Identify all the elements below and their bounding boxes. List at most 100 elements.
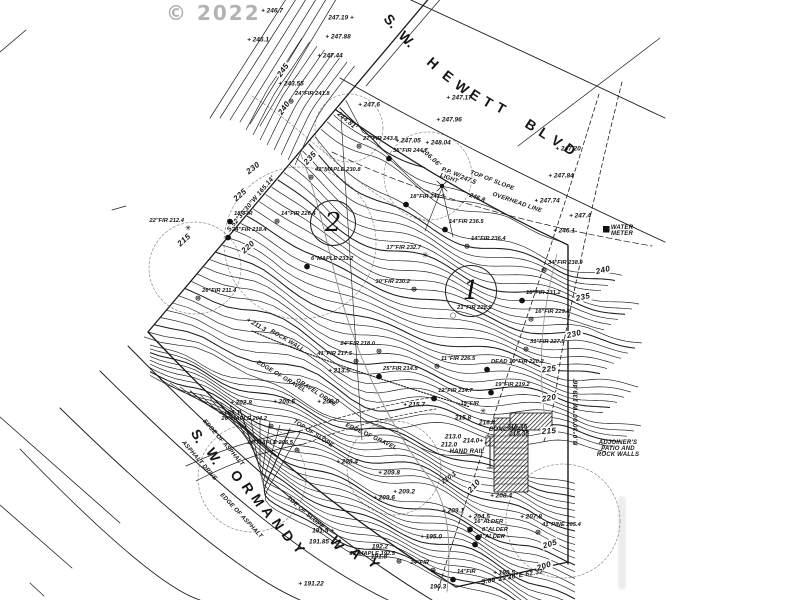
spot-elevation: + 209.8 (378, 469, 400, 477)
street-name-letter: O (227, 467, 247, 485)
copyright-watermark: © 2022 (166, 1, 261, 25)
spot-elevation: + 243.55 (278, 80, 304, 88)
tree-symbol-icon: ✳ (184, 223, 192, 233)
tree-symbol-icon: ● (430, 393, 438, 403)
tree-label: 17"FIR 232.7 (386, 245, 421, 251)
tree-symbol-icon: ● (466, 524, 474, 534)
tree-label: 26"FIR 211.4 (202, 288, 237, 294)
spot-elevation: 214.0+ (462, 437, 484, 445)
tree-symbol-icon: ⊛ (534, 527, 542, 537)
spot-elevation: + 191.22 (298, 580, 324, 588)
spot-elevation: + 247.05 (395, 137, 421, 145)
tree-symbol-icon: ⊕ (429, 565, 437, 575)
spot-elevation: + 202.8 (230, 399, 252, 407)
tree-symbol-icon: ● (487, 387, 495, 397)
tree-label: 31"FIR 227.5 (530, 339, 565, 345)
tree-label: 22"FIR 212.4 (149, 218, 184, 224)
tree-symbol-icon: ⊛ (433, 361, 441, 371)
street-name-letter: W (326, 532, 348, 554)
tree-symbol-icon: ● (226, 216, 234, 226)
bearing-label: 244.81' (335, 110, 359, 132)
feature-label: P.P. W/ LIGHT (439, 166, 462, 185)
tree-symbol-icon: ⊕ (540, 265, 548, 275)
tree-label: 25"FIR 214.5 (383, 366, 418, 372)
tree-label: 24"FIR 218.0 (340, 341, 375, 347)
feature-label: EDGE OF GRAVEL (255, 359, 307, 395)
feature-label: ROCK WALL (269, 328, 305, 354)
spot-elevation: + 247.44 (317, 52, 343, 60)
spot-elevation: + 205.5 (273, 398, 295, 406)
tree-label: 18"FIR 231.2 (526, 290, 561, 296)
tree-label: 30"MAPLE 192.5 (349, 551, 395, 557)
spot-elevation: + 247.6 (358, 101, 380, 109)
tree-label: 18"FIR 241.3 (410, 194, 445, 200)
water-meter-icon (603, 226, 610, 233)
feature-label: WATER METER (610, 225, 634, 237)
tree-symbol-icon: ⊕ (355, 141, 363, 151)
spot-elevation: + 204.5 (468, 513, 490, 521)
spot-elevation: 247.19 + (328, 14, 354, 22)
spot-elevation: + 207.8 (520, 513, 542, 521)
tree-symbol-icon: ○ (449, 310, 457, 320)
concrete-stairs (485, 412, 553, 493)
tree-symbol-icon: ● (441, 224, 449, 234)
street-name-letter: N (268, 515, 288, 533)
lot-number: 1 (445, 265, 497, 317)
contour-label: 220 (238, 238, 258, 256)
spot-elevation: 215.35 (509, 430, 529, 438)
contour-label: 220 (540, 392, 558, 404)
tree-symbol-icon: ● (483, 364, 491, 374)
tree-label: 14"FIR 236.5 (449, 219, 484, 225)
spot-elevation: 216.4 (478, 419, 496, 427)
tree-label: 35"FIR 244.7 (393, 148, 428, 154)
street-name-letter: D (561, 139, 579, 159)
scan-smudge (618, 496, 626, 590)
tree-symbol-icon: ● (224, 232, 232, 242)
tree-symbol-icon: ● (471, 539, 479, 549)
tree-label: 8"ALDER (482, 527, 508, 533)
tree-label: 12"FIR 214.7 (438, 388, 473, 394)
spot-elevation: + 247.84 (548, 172, 574, 180)
spot-elevation: + 247.4 (569, 212, 591, 220)
street-name-letter: E (439, 66, 457, 86)
tree-label: 41"PINE 205.4 (542, 522, 581, 528)
street-name-letter: Y (289, 539, 309, 557)
tree-label: 14"FIR (457, 569, 476, 575)
tree-label: 41"FIR 217.5 (317, 351, 352, 357)
tree-label: 19"FIR 219.2 (495, 382, 530, 388)
street-name-letter: H (423, 53, 443, 73)
tree-symbol-icon: ⊛ (527, 314, 535, 324)
tree-symbol-icon: ⊕ (410, 284, 418, 294)
street-name-letter: L (535, 123, 553, 143)
spot-elevation: 190.3 (429, 583, 447, 591)
bearing-label: N.0°30'00"W 139.46' (572, 378, 580, 446)
contour-label: 215 (174, 231, 194, 249)
tree-label: 14"FIR 226.4 (281, 211, 316, 217)
tree-symbol-icon: ⊕ (463, 241, 471, 251)
contour-label: 235 (573, 290, 593, 304)
tree-symbol-icon: ⊕ (352, 356, 360, 366)
spot-elevation: + 199.1 (218, 409, 240, 417)
spot-elevation: + 208.0 (317, 398, 339, 406)
spot-elevation: + 248.04 (425, 139, 451, 147)
spot-elevation: 191.85 (309, 538, 329, 546)
tree-label: 14"FIR 236.4 (471, 236, 506, 242)
spot-elevation: + 245.1 (247, 36, 269, 44)
tree-symbol-icon: ● (375, 371, 383, 381)
spot-elevation: + 209.6 (373, 494, 395, 502)
street-name-letter: S. (187, 426, 209, 446)
spot-elevation: + 246.1 (553, 227, 575, 235)
tree-label: 26"MAPLE 206.5 (247, 440, 293, 446)
spot-elevation: 191.8 (370, 553, 388, 561)
tree-symbol-icon: ⊛ (287, 96, 295, 106)
contour-label: 240 (593, 263, 613, 277)
contour-label: 230 (243, 159, 263, 177)
spot-elevation: 212.0 (440, 441, 458, 449)
spot-elevation: + 247.20 (555, 145, 581, 153)
spot-elevation: + 195.0 (420, 533, 442, 541)
tree-label: 27"FIR 243.8 (363, 136, 398, 142)
street-name-letter: T (480, 92, 496, 112)
spot-elevation: 192.2 (371, 543, 389, 551)
